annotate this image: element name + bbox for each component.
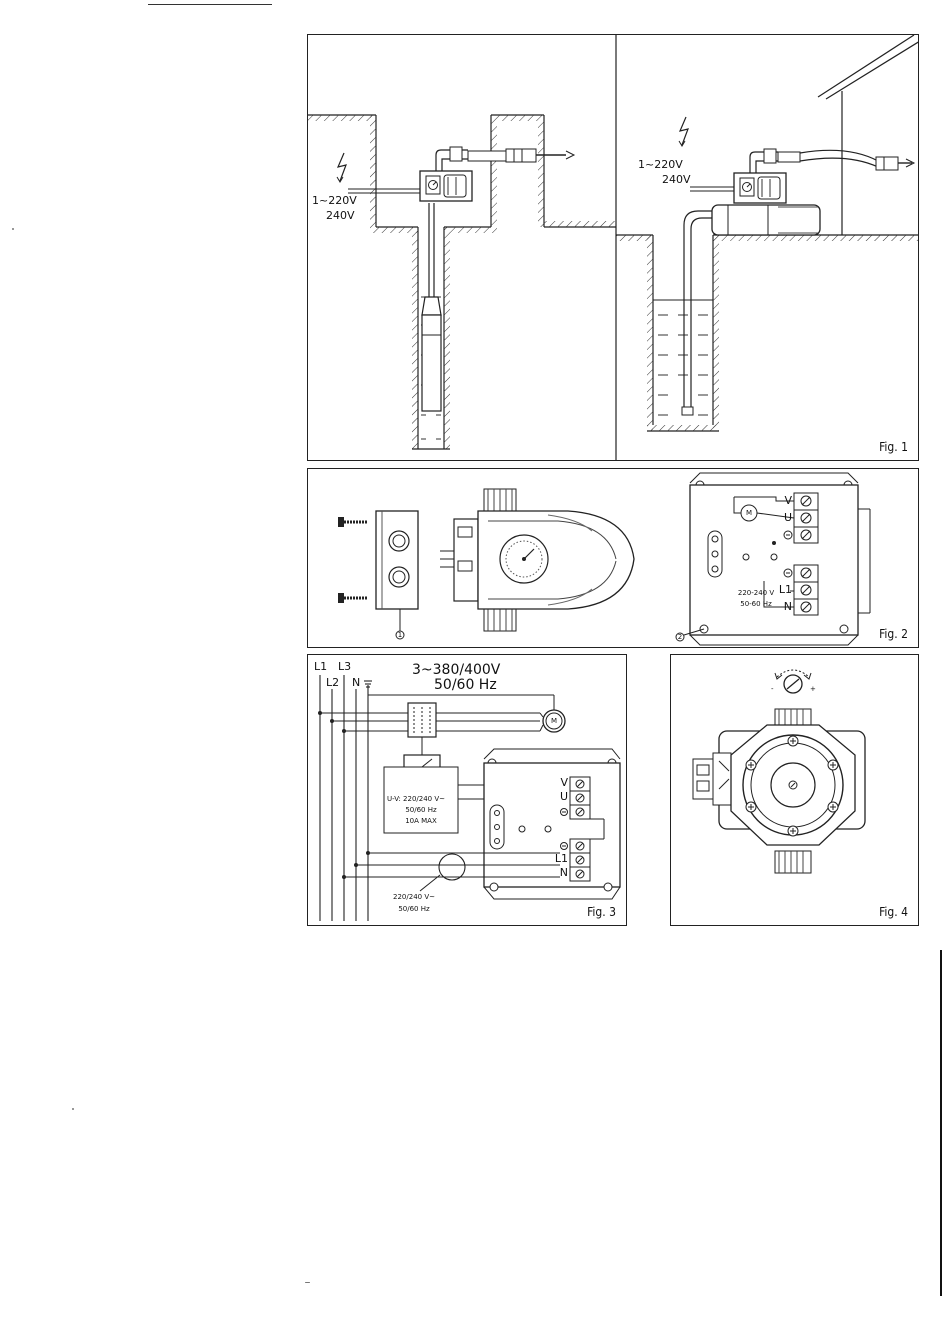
fig3-supply-line-2: 50/60 Hz	[434, 678, 497, 693]
fig2-rating-line-1: 220-240 V	[726, 589, 786, 597]
fig2-terminal-u: U	[778, 512, 792, 524]
right-voltage-line-1: 1~220V	[638, 159, 683, 171]
fig3-control-line-1: 220/240 V~	[374, 893, 454, 901]
fig3-terminal-u: U	[548, 791, 568, 803]
figure-3-panel: L1 L2 L3 N 3~380/400V 50/60 Hz M V U L1 …	[307, 654, 627, 926]
figure-4-drawing	[671, 655, 919, 926]
figure-1-panel: 1~220V 240V 1~220V 240V Fig. 1	[307, 34, 919, 461]
right-voltage-line-2: 240V	[662, 174, 691, 186]
fig3-coil-line-1: U-V: 220/240 V~	[387, 795, 445, 803]
fig2-terminal-v: V	[778, 495, 792, 507]
fig4-plus: +	[810, 685, 816, 693]
lightning-icon	[680, 117, 688, 145]
scan-speck	[12, 228, 14, 230]
surface-pump-scene	[616, 35, 919, 431]
figure-2-caption: Fig. 2	[879, 627, 908, 641]
fig3-terminal-v: V	[548, 777, 568, 789]
fig3-control-line-2: 50/60 Hz	[374, 905, 454, 913]
fig3-neutral: N	[352, 677, 360, 689]
controller-body	[440, 489, 634, 631]
fig2-rating-line-2: 50-60 Hz	[726, 600, 786, 608]
callout-1: 1	[396, 631, 404, 639]
figure-3-caption: Fig. 3	[587, 905, 616, 919]
terminal-box	[676, 473, 870, 645]
figure-4-caption: Fig. 4	[879, 905, 908, 919]
figure-4-panel: - + Fig. 4	[670, 654, 919, 926]
fig3-supply-line-1: 3~380/400V	[412, 663, 500, 678]
figure-2-panel: 1 2 M V U L1 N 220-240 V 50-60 Hz Fig. 2	[307, 468, 919, 648]
fig3-phase-l1: L1	[314, 661, 327, 673]
fig2-motor-label: M	[744, 509, 754, 517]
left-voltage-line-2: 240V	[326, 210, 355, 222]
left-voltage-line-1: 1~220V	[312, 195, 357, 207]
figure-2-drawing	[308, 469, 919, 648]
callout-2: 2	[676, 633, 684, 641]
fig3-terminal-l1: L1	[546, 853, 568, 865]
header-rule	[148, 4, 272, 5]
figure-1-caption: Fig. 1	[879, 440, 908, 454]
figure-1-drawing	[308, 35, 919, 461]
fig3-coil-line-2: 50/60 Hz	[384, 806, 458, 814]
fig3-coil-line-3: 10A MAX	[384, 817, 458, 825]
scan-speck	[305, 1282, 310, 1283]
scan-speck	[72, 1108, 74, 1110]
screw-icon	[338, 517, 368, 527]
screw-icon	[338, 593, 368, 603]
lightning-icon	[338, 153, 346, 181]
fig4-minus: -	[771, 685, 774, 693]
fig3-phase-l2: L2	[326, 677, 339, 689]
fig3-motor-label: M	[548, 717, 560, 725]
well-scene	[308, 115, 616, 449]
fig3-terminal-n: N	[548, 867, 568, 879]
fig3-phase-l3: L3	[338, 661, 351, 673]
figure-3-drawing	[308, 655, 627, 926]
page-edge-bar	[940, 950, 942, 1296]
